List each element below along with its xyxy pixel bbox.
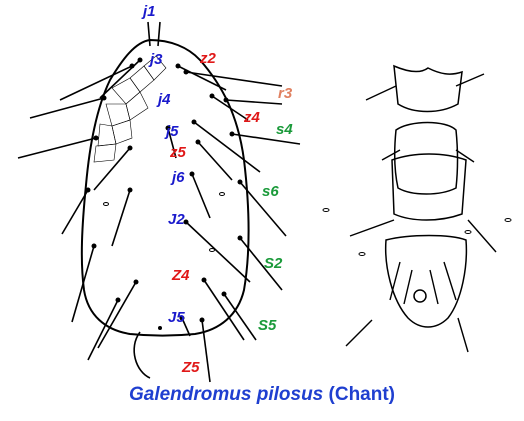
ventrianal-shield bbox=[384, 234, 468, 328]
seta-label-S2: S2 bbox=[264, 255, 283, 272]
seta-label-J2: J2 bbox=[168, 211, 185, 228]
seta-label-r3: r3 bbox=[278, 85, 293, 102]
ventral-view bbox=[384, 64, 468, 328]
shield-pores bbox=[103, 192, 225, 252]
seta-label-Z5: Z5 bbox=[181, 359, 200, 376]
seta-label-z4: z4 bbox=[243, 109, 261, 126]
dorsal-shield-outline bbox=[80, 38, 250, 337]
seta-label-j6: j6 bbox=[170, 169, 185, 186]
seta-label-s6: s6 bbox=[262, 183, 279, 200]
shield-reticulation bbox=[93, 55, 167, 163]
dorsal-shield bbox=[80, 38, 250, 337]
sternal-plate bbox=[393, 121, 459, 195]
seta-label-j3: j3 bbox=[148, 51, 163, 68]
figure-caption: Galendromus pilosus (Chant) bbox=[0, 384, 524, 406]
seta-label-j4: j4 bbox=[156, 91, 171, 108]
seta-label-J5: J5 bbox=[168, 309, 185, 326]
seta-label-S5: S5 bbox=[258, 317, 277, 334]
dorsal-setae bbox=[17, 21, 301, 383]
ventral-pores bbox=[322, 208, 512, 256]
seta-label-z5: z5 bbox=[169, 144, 187, 161]
seta-label-Z4: Z4 bbox=[171, 267, 190, 284]
seta-label-z2: z2 bbox=[199, 50, 217, 67]
seta-label-s4: s4 bbox=[276, 121, 293, 138]
seta-label-j5: j5 bbox=[164, 123, 179, 140]
caption-author: (Chant) bbox=[328, 384, 396, 405]
seta-label-j1: j1 bbox=[141, 3, 156, 20]
presternal-plate bbox=[393, 64, 463, 113]
caption-species: Galendromus pilosus bbox=[128, 384, 324, 405]
seta-sockets bbox=[85, 57, 243, 330]
ventral-setae bbox=[345, 73, 497, 353]
genital-plate bbox=[391, 153, 467, 221]
anal-opening bbox=[413, 289, 427, 303]
